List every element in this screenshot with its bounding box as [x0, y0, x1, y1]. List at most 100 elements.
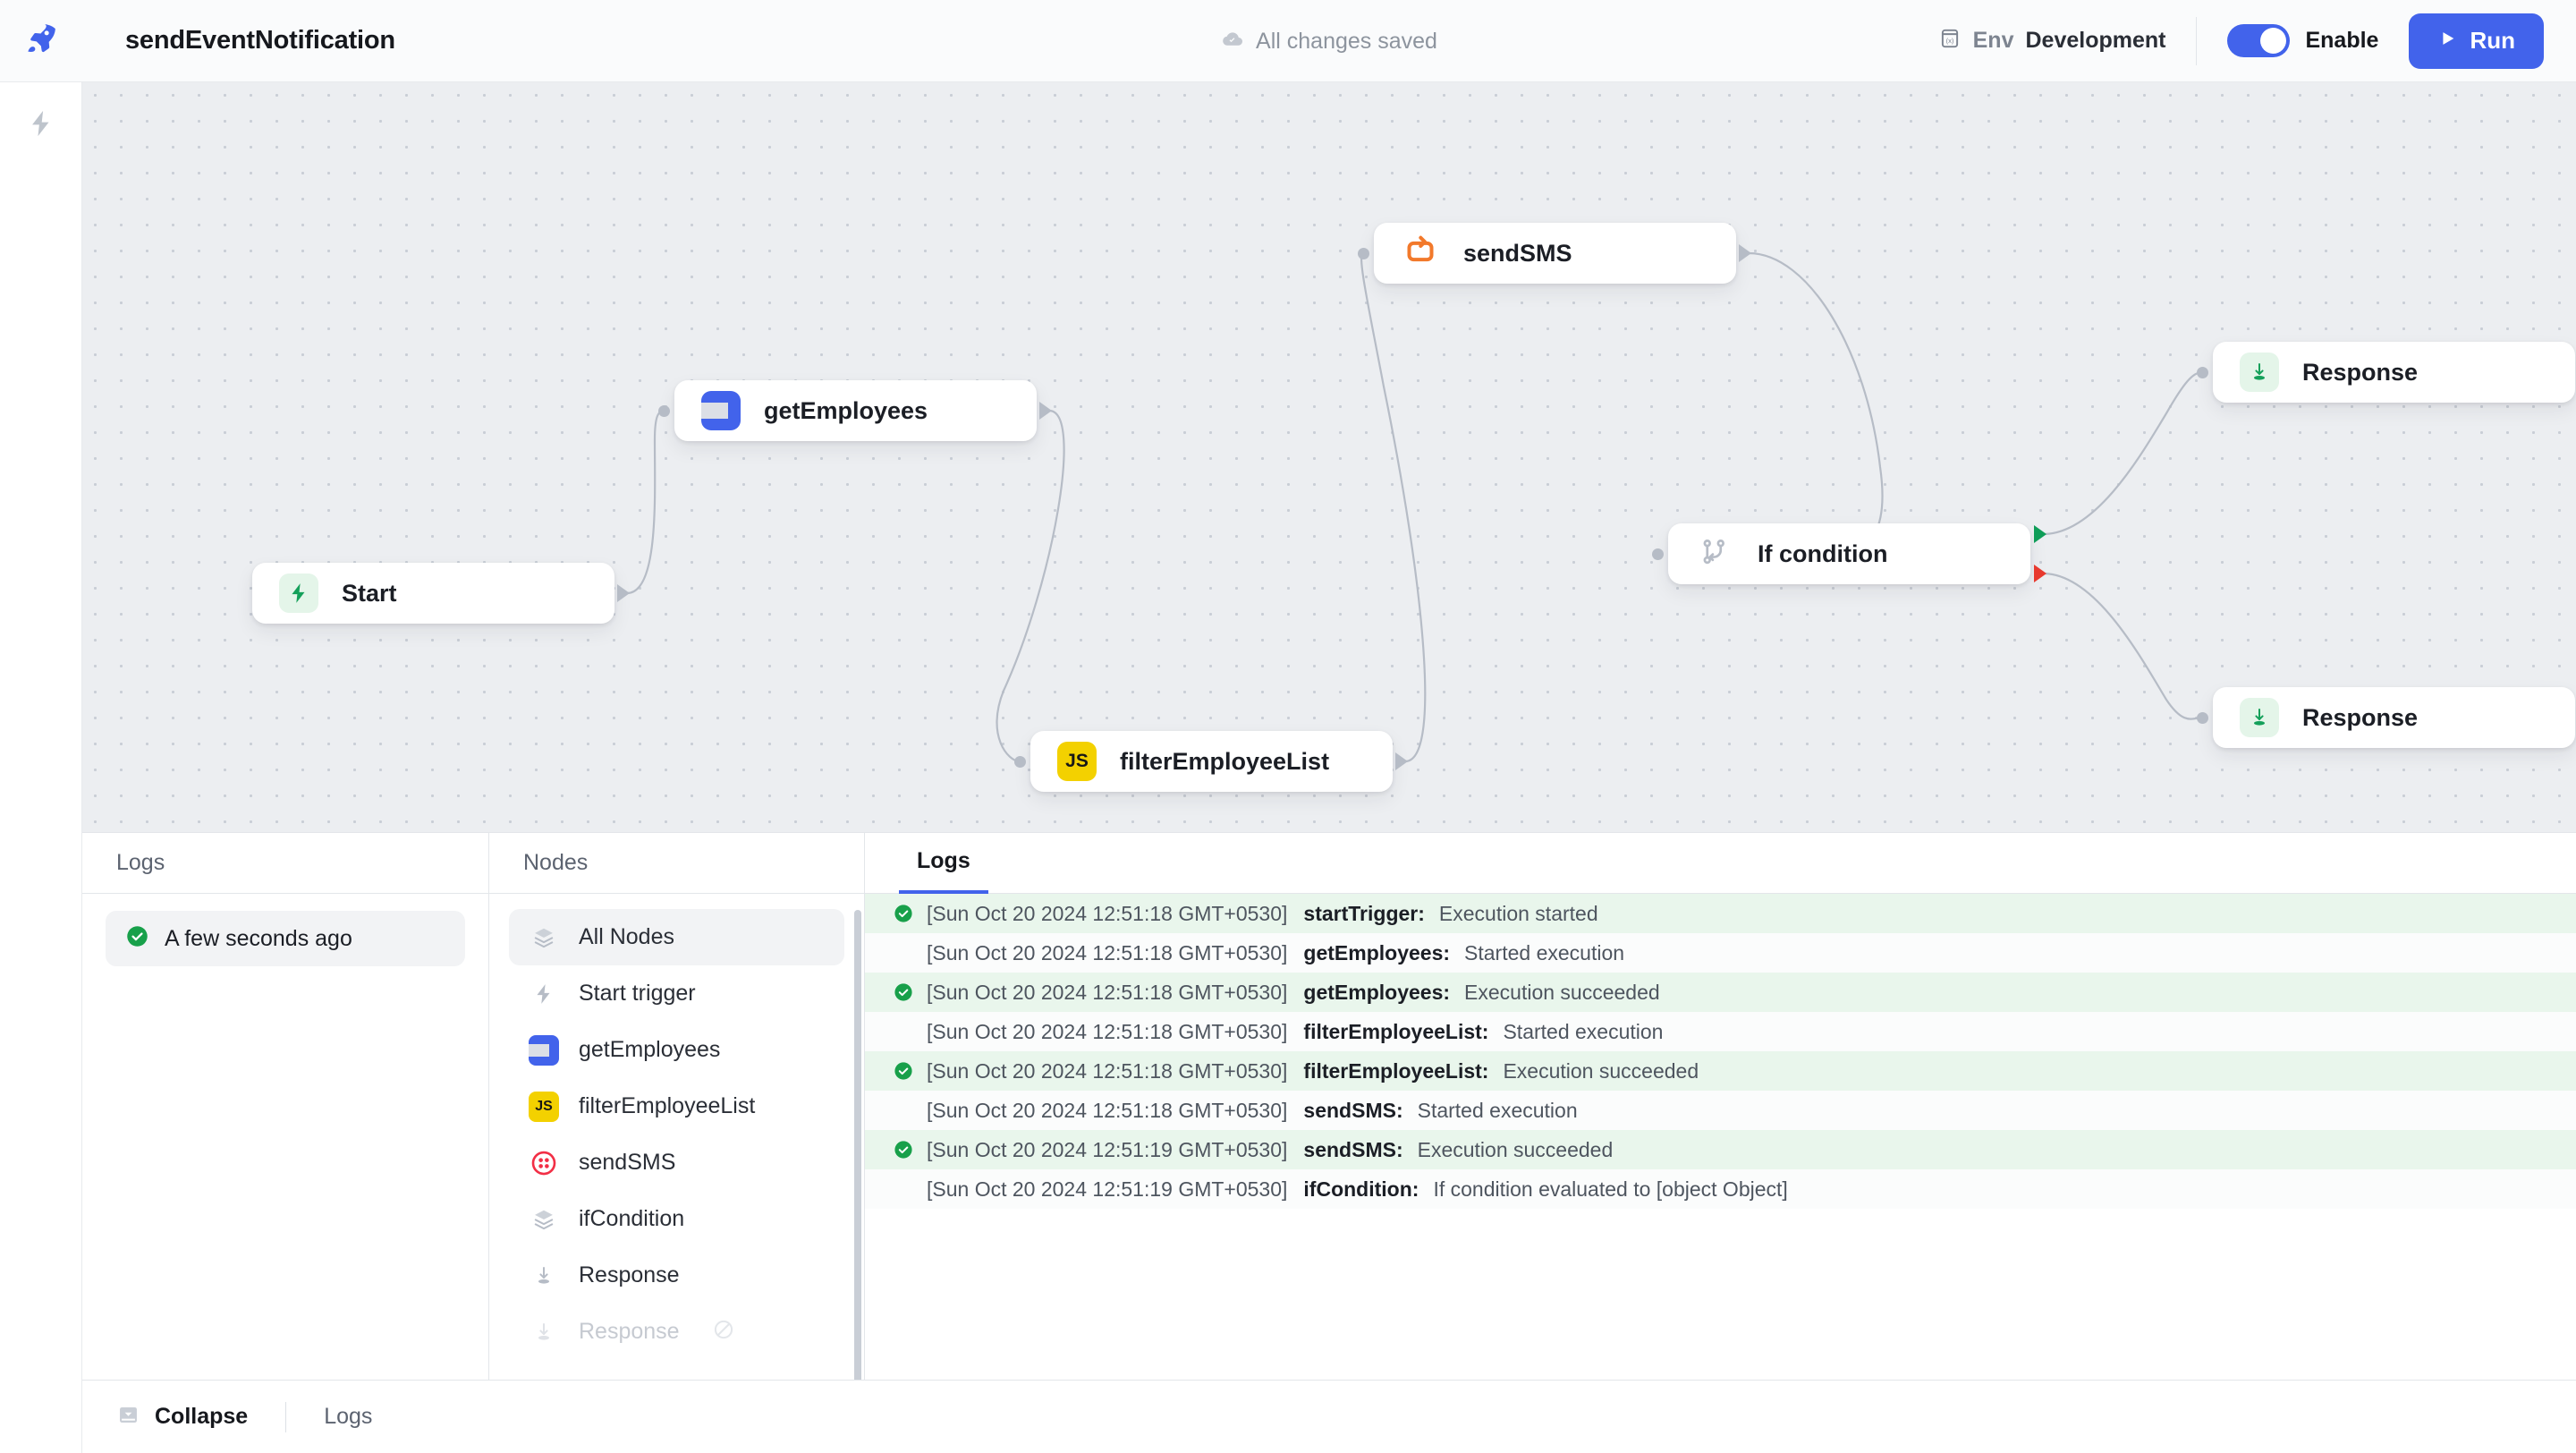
node-input-port[interactable] [1014, 756, 1026, 768]
nodes-list-scrollbar[interactable] [854, 910, 861, 1380]
node-list-item-label: getEmployees [579, 1037, 721, 1062]
cloud-check-icon [1221, 28, 1244, 55]
canvas-node-response-1[interactable]: Response [2213, 342, 2575, 403]
supabase-icon [529, 1034, 559, 1066]
log-timestamp: [Sun Oct 20 2024 12:51:18 GMT+0530] [927, 940, 1288, 964]
node-label: Response [2302, 358, 2419, 386]
log-message: Started execution [1464, 940, 1625, 964]
canvas-node-getemployees[interactable]: getEmployees [674, 380, 1037, 441]
log-message: Execution started [1438, 901, 1598, 925]
bottom-panel: Logs A few seconds ago Nodes [82, 832, 2576, 1453]
enable-toggle-group: Enable [2197, 24, 2409, 57]
node-icon [279, 574, 318, 613]
flow-canvas[interactable]: Start getEmployees [82, 82, 2576, 832]
node-icon: JS [1057, 742, 1097, 781]
node-input-port[interactable] [658, 405, 670, 417]
log-timestamp: [Sun Oct 20 2024 12:51:18 GMT+0530] [927, 1058, 1288, 1083]
run-button[interactable]: Run [2409, 13, 2544, 69]
loop-icon [1402, 234, 1438, 274]
logs-list-title: Logs [116, 850, 165, 875]
log-row: [Sun Oct 20 2024 12:51:18 GMT+0530] send… [865, 1091, 2576, 1130]
success-check-icon [888, 1139, 918, 1160]
log-timestamp: [Sun Oct 20 2024 12:51:18 GMT+0530] [927, 980, 1288, 1004]
log-timestamp: [Sun Oct 20 2024 12:51:19 GMT+0530] [927, 1177, 1288, 1201]
node-output-arrow [1739, 244, 1751, 262]
run-button-label: Run [2470, 27, 2515, 54]
node-output-arrow [1039, 402, 1052, 420]
node-list-item-sendsms[interactable]: sendSMS [509, 1134, 844, 1191]
log-row: [Sun Oct 20 2024 12:51:18 GMT+0530] getE… [865, 933, 2576, 973]
save-status: All changes saved [1221, 28, 1437, 55]
log-timestamp: [Sun Oct 20 2024 12:51:18 GMT+0530] [927, 901, 1288, 925]
lightning-bolt-icon [279, 574, 318, 613]
log-detail-header: Logs [865, 833, 2576, 894]
node-label: sendSMS [1463, 239, 1572, 267]
log-node-name: startTrigger: [1303, 901, 1425, 925]
git-branch-icon [1699, 536, 1731, 573]
supabase-icon-part [529, 1043, 549, 1057]
collapse-icon [116, 1403, 140, 1432]
canvas-node-start[interactable]: Start [252, 563, 614, 624]
node-label: filterEmployeeList [1120, 747, 1330, 775]
env-selector[interactable]: (x) Env Development [1938, 27, 2197, 55]
log-rows: [Sun Oct 20 2024 12:51:18 GMT+0530] star… [865, 894, 2576, 1380]
collapse-button[interactable]: Collapse [116, 1403, 248, 1432]
lightning-bolt-icon [529, 979, 559, 1009]
enable-toggle[interactable] [2227, 24, 2291, 57]
canvas-node-sendsms[interactable]: sendSMS [1374, 223, 1736, 284]
tab-logs[interactable]: Logs [899, 833, 988, 894]
log-message: Started execution [1503, 1019, 1664, 1043]
js-icon: JS [529, 1091, 559, 1122]
node-icon [2240, 353, 2279, 392]
flow-edges [626, 251, 2203, 763]
status-bar: Collapse Logs [82, 1380, 2576, 1453]
logs-list-header: Logs [82, 833, 488, 894]
node-list-item-getemployees[interactable]: getEmployees [509, 1022, 844, 1078]
nodes-title: Nodes [523, 850, 589, 875]
node-input-port[interactable] [1358, 248, 1369, 259]
log-row: [Sun Oct 20 2024 12:51:18 GMT+0530] star… [865, 894, 2576, 933]
main-area: sendEventNotification All changes saved [82, 0, 2576, 1453]
log-node-name: getEmployees: [1303, 980, 1451, 1004]
node-list-item-label: filterEmployeeList [579, 1093, 756, 1118]
left-rail [0, 0, 82, 1453]
sidebar-item-triggers[interactable] [0, 82, 82, 168]
node-list-item-all-nodes[interactable]: All Nodes [509, 909, 844, 965]
node-input-port[interactable] [2197, 367, 2208, 378]
node-list-item-response-1[interactable]: Response [509, 1247, 844, 1304]
app-logo[interactable] [0, 0, 82, 82]
node-list-item-filteremployeelist[interactable]: JS filterEmployeeList [509, 1078, 844, 1134]
node-label: If condition [1758, 540, 1888, 567]
collapse-label: Collapse [155, 1404, 249, 1429]
success-check-icon [888, 981, 918, 1003]
node-input-port[interactable] [1652, 548, 1664, 560]
node-list-item-ifcondition[interactable]: ifCondition [509, 1191, 844, 1247]
node-list-item-label: All Nodes [579, 924, 674, 949]
node-output-arrow [617, 584, 630, 602]
log-node-name: filterEmployeeList: [1303, 1058, 1489, 1083]
node-input-port[interactable] [2197, 712, 2208, 724]
play-icon [2437, 27, 2457, 55]
nodes-list: All Nodes Start trigger [489, 894, 864, 1380]
nodes-pane: Nodes All Nodes [489, 833, 865, 1380]
canvas-node-ifcondition[interactable]: If condition [1668, 523, 2030, 584]
supabase-icon-part [701, 403, 728, 419]
node-list-item-start-trigger[interactable]: Start trigger [509, 965, 844, 1022]
layers-icon [529, 922, 559, 953]
env-label: Env [1972, 28, 2014, 53]
js-icon: JS [1057, 742, 1097, 781]
log-row: [Sun Oct 20 2024 12:51:19 GMT+0530] send… [865, 1130, 2576, 1169]
success-check-icon [888, 1060, 918, 1082]
log-node-name: getEmployees: [1303, 940, 1451, 964]
response-icon [2240, 353, 2279, 392]
node-icon [2240, 698, 2279, 737]
nodes-header: Nodes [489, 833, 864, 894]
log-node-name: ifCondition: [1303, 1177, 1419, 1201]
canvas-node-response-2[interactable]: Response [2213, 687, 2575, 748]
list-item[interactable]: A few seconds ago [106, 911, 465, 966]
node-list-item-response-2[interactable]: Response [509, 1304, 844, 1360]
supabase-icon [701, 391, 741, 430]
header-center: All changes saved [82, 0, 2576, 82]
canvas-node-filteremployeelist[interactable]: JS filterEmployeeList [1030, 731, 1393, 792]
status-bar-logs-link[interactable]: Logs [324, 1404, 373, 1429]
